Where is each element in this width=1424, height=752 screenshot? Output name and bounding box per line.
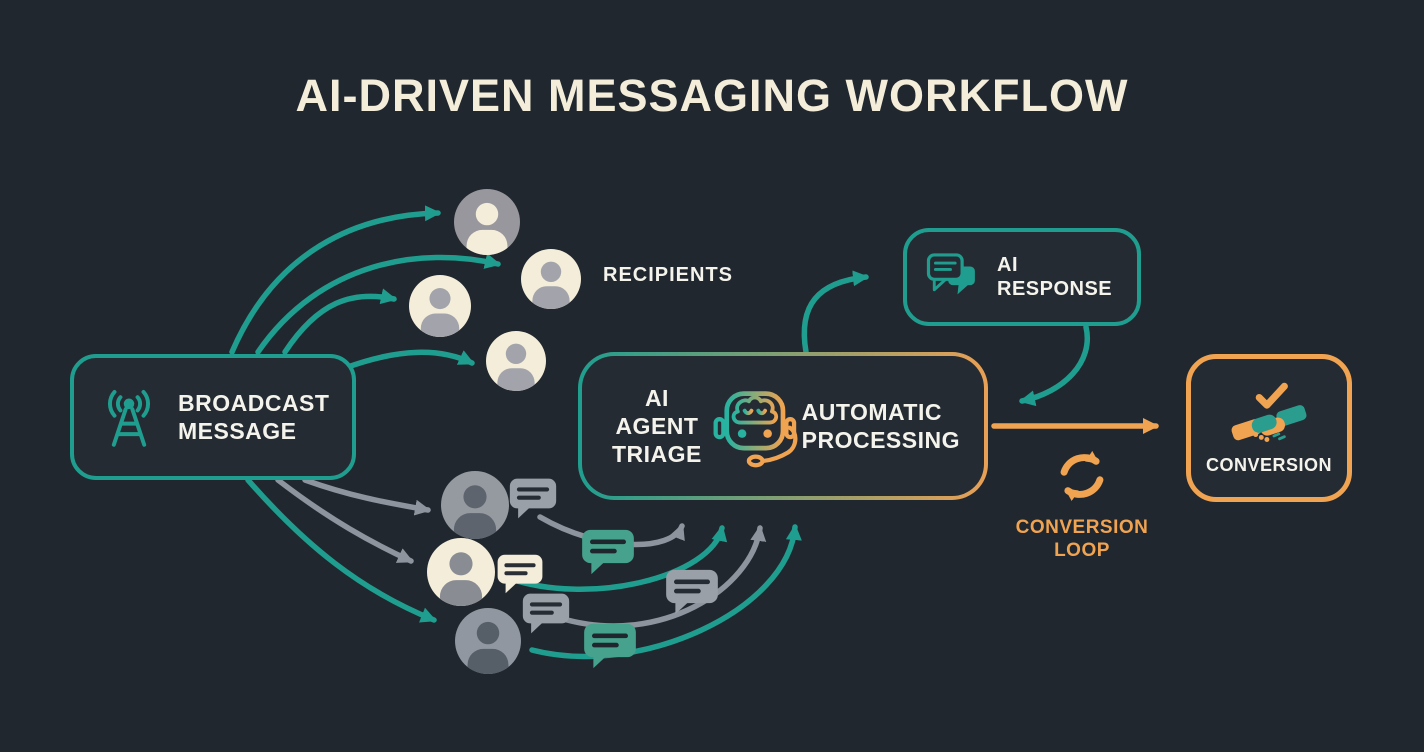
handshake-check-icon	[1231, 382, 1307, 442]
chat-bubbles-icon	[926, 253, 975, 295]
arrow-broadcast-to-responder-2	[275, 477, 414, 564]
recipient-avatar-1	[454, 189, 520, 264]
robot-icon	[713, 391, 798, 468]
loop-arrows-icon	[1060, 450, 1104, 502]
arrow-broadcast-to-responder-1	[302, 477, 431, 516]
arrow-broadcast-to-recipient-4	[342, 349, 475, 371]
ai-response-node: AI RESPONSE	[903, 228, 1141, 326]
broadcast-tower-icon	[107, 389, 151, 447]
chat-bubble-gray-2	[522, 593, 570, 634]
broadcast-message-label: BROADCAST MESSAGE	[178, 389, 330, 444]
responder-avatar-3	[455, 608, 521, 683]
arrow-triage-to-response	[801, 270, 869, 355]
arrow-broadcast-to-responder-3	[245, 477, 437, 623]
chat-bubble-gray-1	[509, 478, 557, 519]
page-title: AI-DRIVEN MESSAGING WORKFLOW	[295, 70, 1129, 121]
chat-bubble-teal-2	[584, 623, 636, 669]
responder-avatar-1	[441, 471, 509, 549]
arrow-response-to-triage	[1019, 324, 1090, 407]
broadcast-bottom-arrows	[245, 477, 437, 623]
responder-avatar-2	[427, 538, 495, 616]
automatic-processing-label: AUTOMATIC PROCESSING	[801, 398, 960, 453]
reply-arrows	[502, 514, 802, 660]
arrow-broadcast-to-recipient-3	[282, 288, 397, 355]
broadcast-fanout-arrows	[229, 205, 501, 371]
ai-response-label: AI RESPONSE	[997, 253, 1113, 300]
recipients-label: RECIPIENTS	[603, 264, 734, 286]
chat-bubble-teal-1	[582, 529, 634, 575]
broadcast-message-node: BROADCAST MESSAGE	[70, 354, 356, 480]
conversion-loop-label: CONVERSION LOOP	[1015, 517, 1149, 561]
conversion-loop: CONVERSION LOOP	[1006, 444, 1158, 563]
arrow-reply-4	[529, 524, 802, 660]
ai-agent-triage-node: AI AGENT TRIAGE	[578, 352, 988, 500]
arrow-reply-2	[502, 525, 728, 592]
conversion-node: CONVERSION	[1186, 354, 1352, 502]
arrow-broadcast-to-recipient-2	[255, 253, 501, 355]
ai-agent-triage-label: AI AGENT TRIAGE	[612, 384, 702, 468]
arrow-broadcast-to-recipient-1	[229, 205, 441, 355]
conversion-label: CONVERSION	[1205, 455, 1333, 475]
recipient-avatar-2	[521, 249, 581, 317]
recipient-avatar-3	[409, 275, 471, 346]
recipient-avatar-4	[486, 331, 546, 399]
